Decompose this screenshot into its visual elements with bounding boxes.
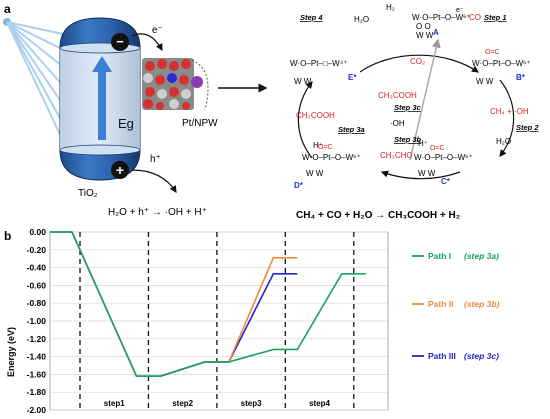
cycle-arc-2 — [499, 79, 515, 157]
cluster-e: W·O–Pt–□–W⁴⁺ — [290, 59, 347, 68]
state-c: C* — [441, 177, 451, 186]
energy-profile-chart: 0.00 -0.20 -0.40 -0.60 -0.80 -1.00 -1.20 -1.40 -… — [27, 227, 389, 415]
pt-npw-cluster-icon — [142, 58, 209, 111]
step3a-label: Step 3a — [338, 125, 365, 134]
acyl-adsorbate-d: O=C — [318, 144, 333, 151]
state-d: D* — [294, 181, 304, 190]
y-tick-label: -1.00 — [27, 316, 47, 326]
cluster-e-sub-w: W W — [294, 77, 312, 86]
step2-label: Step 2 — [516, 123, 539, 132]
co-adsorbate-b: O=C — [485, 49, 500, 56]
y-tick-label: -1.40 — [27, 352, 47, 362]
step3c-label: Step 3c — [394, 103, 422, 112]
conduction-band-minus-icon — [111, 33, 129, 51]
y-tick-label: -0.60 — [27, 280, 47, 290]
state-b: B* — [516, 73, 526, 82]
legend-name: Path III — [428, 351, 456, 361]
x-category-label: step3 — [241, 399, 262, 408]
hplus-left: H⁺ — [313, 141, 323, 150]
ch4-oh-species: CH₄ + ·OH — [490, 107, 529, 116]
valence-band-plus-icon — [111, 161, 129, 179]
cluster-c-sub-w: W W — [418, 169, 436, 178]
electron-cycle: e⁻ — [456, 7, 464, 14]
cb-sign: − — [116, 34, 124, 49]
h2o-species-right: H₂O — [496, 137, 511, 146]
legend-name: Path II — [428, 299, 454, 309]
y-tick-label: -0.20 — [27, 245, 47, 255]
vb-sign: + — [116, 162, 124, 178]
cycle-arc-4 — [297, 81, 313, 159]
state-a: A — [433, 28, 439, 37]
hole-label: h⁺ — [150, 154, 161, 165]
series-line — [50, 231, 298, 377]
y-tick-label: -2.00 — [27, 405, 47, 415]
cycle-arc-3 — [380, 170, 461, 180]
oh-center: ·OH — [390, 119, 405, 128]
tio2-band-diagram — [59, 17, 141, 181]
step4-label: Step 4 — [300, 13, 323, 22]
step3c-arrow — [409, 38, 441, 161]
panel-b-label: b — [4, 229, 11, 243]
hole-reaction: H₂O + h⁺ → ·OH + H⁺ — [108, 207, 207, 218]
legend-suffix: (step 3a) — [464, 251, 499, 261]
cluster-b-sub-w: W W — [476, 77, 494, 86]
step3b-label: Step 3b — [394, 135, 422, 144]
y-tick-label: -1.80 — [27, 387, 47, 397]
cluster-b: W·O–Pt–O–W⁶⁺ — [472, 59, 531, 68]
co2-species: CO₂ — [410, 57, 425, 66]
state-e: E* — [348, 73, 357, 82]
series-line — [50, 231, 298, 377]
legend-suffix: (step 3b) — [464, 299, 500, 309]
cluster-d-sub-w: W W — [306, 169, 324, 178]
cluster-a: W·O–Pt–O–W⁶⁺ — [412, 13, 471, 22]
legend-name: Path I — [428, 251, 451, 261]
cocatalyst-label: Pt/NPW — [182, 118, 218, 129]
h2o-species-top: H₂O — [354, 15, 369, 24]
cycle-arc-1 — [359, 54, 479, 73]
x-category-label: step1 — [104, 399, 125, 408]
electron-transfer-arrow — [131, 33, 163, 52]
y-tick-label: -1.60 — [27, 369, 47, 379]
bandgap-label: Eg — [118, 116, 134, 131]
x-category-label: step2 — [172, 399, 193, 408]
cluster-a-sub-w: W W — [416, 31, 434, 40]
panel-a-label: a — [4, 2, 11, 16]
overall-reaction: CH₄ + CO + H₂O → CH₃COOH + H₂ — [296, 210, 460, 221]
ch3cho-species: CH₃CHO — [380, 151, 413, 160]
y-tick-label: -0.80 — [27, 298, 47, 308]
y-axis-label: Energy (eV) — [6, 327, 16, 377]
hole-transfer-arrow — [131, 169, 177, 194]
step1-label: Step 1 — [484, 13, 507, 22]
h2-species: H₂ — [386, 3, 395, 12]
ch3cooh-center: CH₃COOH — [378, 91, 417, 100]
legend-suffix: (step 3c) — [464, 351, 499, 361]
y-tick-label: 0.00 — [29, 227, 46, 237]
chart-legend: Path I (step 3a) Path II (step 3b) Path III (… — [412, 251, 500, 361]
hplus-right: H⁺ — [418, 139, 428, 148]
ch3cooh-left: CH₃COOH — [296, 111, 335, 120]
y-tick-label: -0.40 — [27, 263, 47, 273]
acyl-adsorbate-c: O=C — [430, 145, 445, 152]
cluster-d: W·O–Pt–O–W⁶⁺ — [302, 153, 361, 162]
y-tick-label: -1.20 — [27, 334, 47, 344]
cluster-c: W·O–Pt–O–W⁶⁺ — [414, 153, 473, 162]
catalytic-cycle — [297, 38, 515, 180]
tio2-label: TiO₂ — [78, 188, 98, 199]
cluster-a-sub-o: O O — [416, 22, 431, 31]
co-species: CO — [469, 13, 481, 22]
electron-label: e⁻ — [152, 25, 163, 36]
series-line — [50, 231, 366, 377]
x-category-label: step4 — [309, 399, 330, 408]
